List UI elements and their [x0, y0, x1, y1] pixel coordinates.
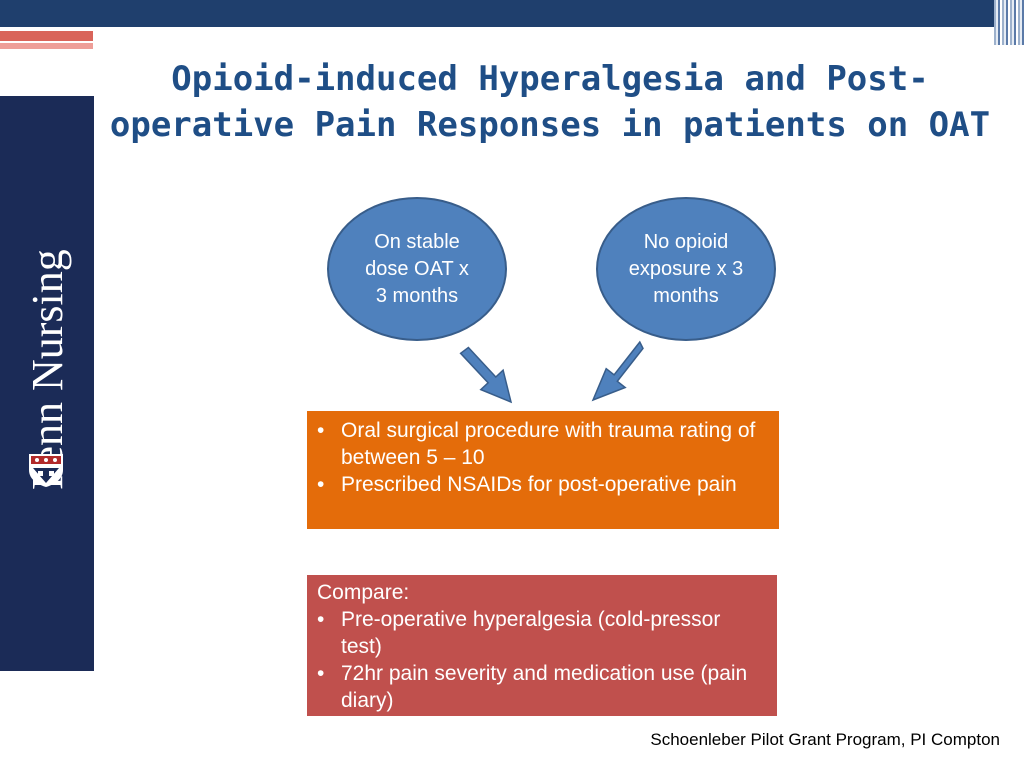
penn-shield-icon — [29, 454, 63, 487]
top-stripes — [994, 0, 1024, 45]
procedure-bullet-text: Prescribed NSAIDs for post-operative pai… — [341, 473, 737, 496]
arrow-right-to-procedure — [591, 340, 644, 402]
group-oval-label: No opioid exposure x 3 months — [628, 230, 744, 307]
procedure-box: • Oral surgical procedure with trauma ra… — [307, 411, 779, 529]
list-item: • Prescribed NSAIDs for post-operative p… — [317, 473, 737, 496]
left-brand-band — [0, 96, 94, 671]
list-item: • 72hr pain severity and medication use … — [317, 660, 767, 714]
compare-bullet-text: 72hr pain severity and medication use (p… — [341, 662, 748, 712]
arrow-left-to-procedure — [459, 346, 513, 404]
slide-title: Opioid-induced Hyperalgesia and Post-ope… — [109, 59, 991, 145]
footer-credit: Schoenleber Pilot Grant Program, PI Comp… — [650, 730, 1000, 749]
compare-heading: Compare: — [317, 581, 410, 604]
group-oval-oat: On stable dose OAT x 3 months — [327, 197, 507, 341]
compare-bullet-text: Pre-operative hyperalgesia (cold-pressor… — [341, 608, 721, 658]
list-item: • Pre-operative hyperalgesia (cold-press… — [317, 606, 767, 660]
compare-box: Compare: • Pre-operative hyperalgesia (c… — [307, 575, 777, 716]
red-accent-bar-light — [0, 43, 93, 49]
group-oval-label: On stable dose OAT x 3 months — [365, 230, 469, 307]
top-band — [0, 0, 1000, 27]
red-accent-bar — [0, 31, 93, 41]
procedure-bullet-text: Oral surgical procedure with trauma rati… — [341, 419, 756, 469]
list-item: • Oral surgical procedure with trauma ra… — [317, 417, 769, 471]
group-oval-no-opioid: No opioid exposure x 3 months — [596, 197, 776, 341]
